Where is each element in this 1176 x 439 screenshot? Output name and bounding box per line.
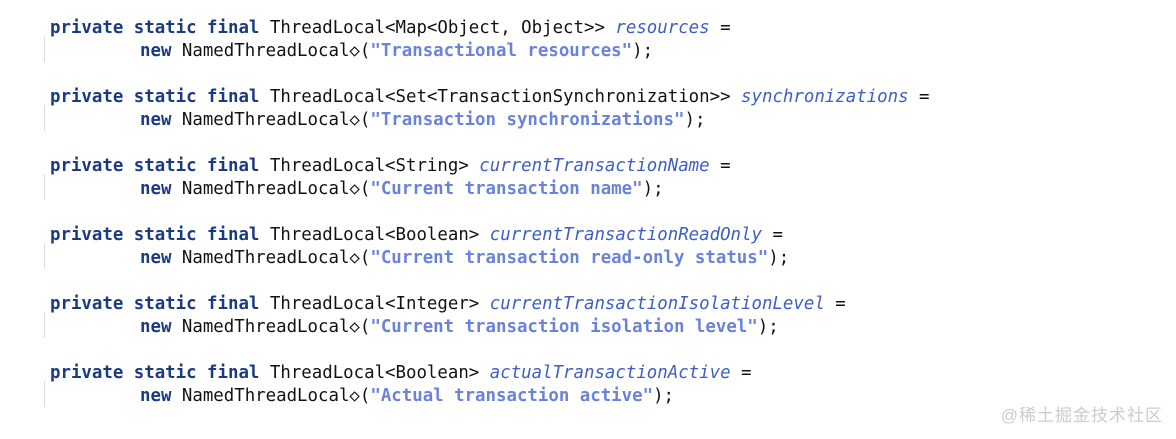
token-string: "Transactional resources" [370,41,633,61]
token-plain: ThreadLocal<Map<Object, Object>> [269,18,616,38]
code-block: private static final ThreadLocal<Set<Tra… [0,86,1176,132]
token-plain: ); [684,110,706,130]
code-line: private static final ThreadLocal<Set<Tra… [0,86,1176,109]
token-plain: = [709,18,731,38]
token-kw: private static final [50,18,270,38]
indent-guide [44,381,45,407]
token-kw: new [140,386,182,406]
indent-guide [44,312,45,338]
token-plain: = [730,363,752,383]
token-plain: = [709,156,731,176]
token-kw: private static final [50,156,270,176]
indent-guide [44,174,45,200]
token-kw: new [140,179,182,199]
code-line: private static final ThreadLocal<String>… [0,155,1176,178]
indent-guide [44,105,45,131]
token-plain: NamedThreadLocal◇( [181,317,371,337]
code-block: private static final ThreadLocal<Integer… [0,293,1176,339]
code-line: private static final ThreadLocal<Map<Obj… [0,17,1176,40]
token-plain: NamedThreadLocal◇( [181,248,371,268]
token-kw: private static final [50,87,270,107]
token-plain: ThreadLocal<Boolean> [269,363,490,383]
token-plain: ThreadLocal<Integer> [269,294,490,314]
token-plain: ); [642,179,664,199]
code-line: new NamedThreadLocal◇("Transactional res… [0,40,1176,63]
token-field: currentTransactionReadOnly [489,225,762,245]
token-plain: NamedThreadLocal◇( [181,386,371,406]
code-line: new NamedThreadLocal◇("Current transacti… [0,247,1176,270]
token-plain: = [761,225,783,245]
token-plain: = [824,294,846,314]
token-plain: ); [757,317,779,337]
code-block: private static final ThreadLocal<Boolean… [0,362,1176,408]
watermark: @稀土掘金技术社区 [1000,406,1163,425]
token-string: "Current transaction name" [370,179,643,199]
token-field: resources [615,18,710,38]
token-kw: new [140,41,182,61]
token-plain: ); [632,41,654,61]
code-block: private static final ThreadLocal<String>… [0,155,1176,201]
token-string: "Current transaction read-only status" [370,248,769,268]
token-string: "Transaction synchronizations" [370,110,685,130]
code-line: new NamedThreadLocal◇("Current transacti… [0,316,1176,339]
indent-guide [44,36,45,62]
code-line: private static final ThreadLocal<Boolean… [0,224,1176,247]
code-line: new NamedThreadLocal◇("Transaction synch… [0,109,1176,132]
code-block: private static final ThreadLocal<Map<Obj… [0,17,1176,63]
token-plain: ); [768,248,790,268]
code-line: new NamedThreadLocal◇("Actual transactio… [0,385,1176,408]
token-plain: = [908,87,930,107]
token-field: actualTransactionActive [489,363,731,383]
token-plain: ); [653,386,675,406]
indent-guide [44,243,45,269]
token-plain: ThreadLocal<String> [269,156,480,176]
token-field: currentTransactionIsolationLevel [489,294,825,314]
code-line: private static final ThreadLocal<Integer… [0,293,1176,316]
token-kw: new [140,110,182,130]
code-line: private static final ThreadLocal<Boolean… [0,362,1176,385]
token-plain: NamedThreadLocal◇( [181,179,371,199]
token-field: currentTransactionName [479,156,710,176]
token-plain: ThreadLocal<Boolean> [269,225,490,245]
token-string: "Current transaction isolation level" [370,317,758,337]
token-string: "Actual transaction active" [370,386,654,406]
token-field: synchronizations [741,87,909,107]
token-kw: new [140,317,182,337]
token-plain: NamedThreadLocal◇( [181,41,371,61]
token-kw: new [140,248,182,268]
token-kw: private static final [50,294,270,314]
code-line: new NamedThreadLocal◇("Current transacti… [0,178,1176,201]
token-kw: private static final [50,363,270,383]
token-plain: NamedThreadLocal◇( [181,110,371,130]
token-kw: private static final [50,225,270,245]
code-block: private static final ThreadLocal<Boolean… [0,224,1176,270]
token-plain: ThreadLocal<Set<TransactionSynchronizati… [269,87,742,107]
